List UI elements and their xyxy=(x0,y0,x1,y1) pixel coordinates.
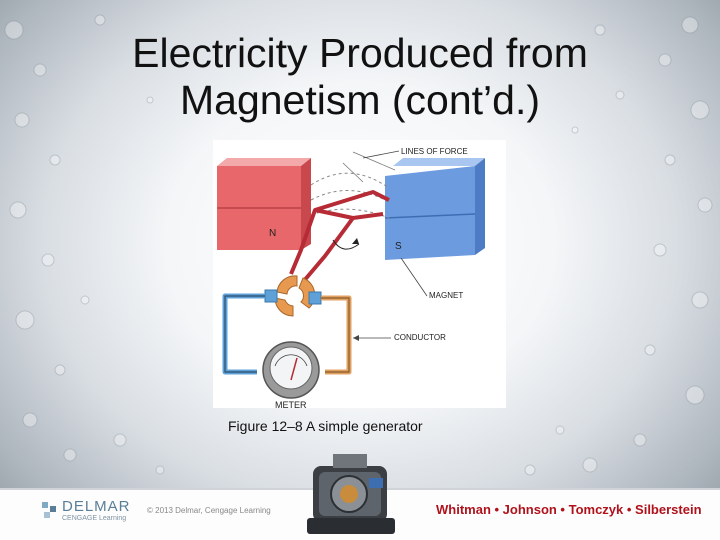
delmar-logo-icon xyxy=(42,502,56,518)
figure-caption: Figure 12–8 A simple generator xyxy=(228,418,528,434)
title-line-2: Magnetism (cont’d.) xyxy=(179,77,540,123)
compressor-image xyxy=(307,454,395,534)
slide-title: Electricity Produced from Magnetism (con… xyxy=(60,30,660,124)
brush-left xyxy=(264,289,278,303)
brush-right xyxy=(308,291,322,305)
title-line-1: Electricity Produced from xyxy=(132,30,588,76)
caption-number: Figure 12–8 xyxy=(228,418,303,434)
south-label: S xyxy=(395,241,402,252)
lines-of-force-label: LINES OF FORCE xyxy=(401,147,468,156)
meter-label: METER xyxy=(275,400,307,408)
external-circuit xyxy=(222,293,352,375)
publisher-name: DELMAR xyxy=(62,498,131,515)
south-magnet xyxy=(384,158,485,260)
conductor-label: CONDUCTOR xyxy=(394,333,446,342)
north-label: N xyxy=(269,228,276,239)
meter-icon xyxy=(262,341,320,399)
conductor-loop xyxy=(289,190,390,284)
generator-diagram: N S xyxy=(213,140,506,408)
authors-text: Whitman • Johnson • Tomczyk • Silberstei… xyxy=(436,502,702,517)
north-magnet xyxy=(217,158,311,250)
water-drops-background xyxy=(4,14,713,476)
rotation-arrow xyxy=(332,239,360,250)
copyright-text: © 2013 Delmar, Cengage Learning xyxy=(147,506,271,515)
publisher-subtitle: CENGAGE Learning xyxy=(62,515,127,522)
caption-text: A simple generator xyxy=(302,418,423,434)
delmar-logo: DELMAR CENGAGE Learning xyxy=(40,496,150,526)
magnet-label: MAGNET xyxy=(429,291,463,300)
